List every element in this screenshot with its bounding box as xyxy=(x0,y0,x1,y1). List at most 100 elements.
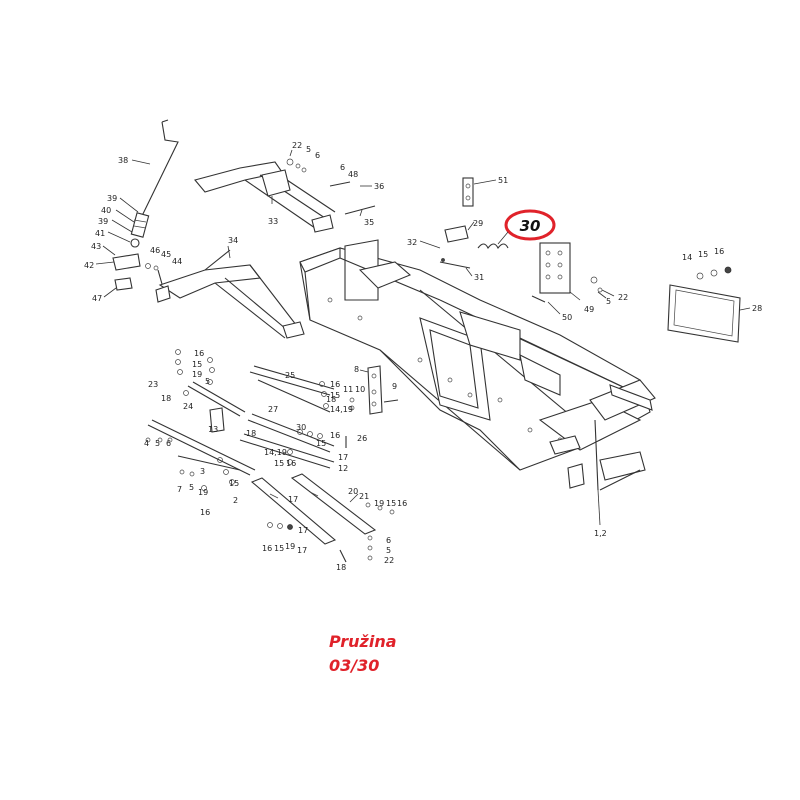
callout-14: 14 xyxy=(682,253,692,262)
part-code-caption: 03/30 xyxy=(329,656,380,675)
callout-1-2: 1,2 xyxy=(594,529,607,538)
callout-18: 18 xyxy=(336,563,346,572)
callout-4: 4 xyxy=(144,439,149,448)
callout-17: 17 xyxy=(338,453,348,462)
callout-15: 15 xyxy=(274,544,284,553)
callout-30-highlighted: 30 xyxy=(520,217,541,235)
callout-17: 17 xyxy=(288,495,298,504)
callout-46: 46 xyxy=(150,246,160,255)
callout-8: 8 xyxy=(354,365,359,374)
frame-33: 22 5 6 6 48 36 33 35 xyxy=(194,141,384,233)
callout-16: 16 xyxy=(194,349,204,358)
callout-39: 39 xyxy=(98,217,108,226)
callout-17: 17 xyxy=(297,546,307,555)
callout-15: 15 xyxy=(274,459,284,468)
callout-5: 5 xyxy=(205,377,210,386)
callout-51: 51 xyxy=(498,176,508,185)
plate-28: 14 15 16 28 xyxy=(667,247,762,343)
callout-43: 43 xyxy=(91,242,101,251)
callout-42: 42 xyxy=(84,261,94,270)
callout-18: 18 xyxy=(161,394,171,403)
callout-27: 27 xyxy=(268,405,278,414)
callout-6: 6 xyxy=(166,439,171,448)
callout-18: 18 xyxy=(326,395,336,404)
callout-19: 19 xyxy=(192,370,202,379)
callout-41: 41 xyxy=(95,229,105,238)
callout-10: 10 xyxy=(355,385,365,394)
callout-12: 12 xyxy=(338,464,348,473)
highlighted-callout-30: 30 xyxy=(497,209,556,245)
callout-5: 5 xyxy=(306,145,311,154)
main-frame: 1,2 xyxy=(299,239,656,538)
callout-21: 21 xyxy=(359,492,369,501)
callout-5: 5 xyxy=(606,297,611,306)
crossbar-assembly-left: 16 15 19 5 23 18 24 13 4 5 6 3 7 5 19 15… xyxy=(144,349,256,517)
callout-16: 16 xyxy=(330,431,340,440)
callout-44: 44 xyxy=(172,257,182,266)
callout-39: 39 xyxy=(107,194,117,203)
callout-17: 17 xyxy=(298,526,308,535)
callout-30: 30 xyxy=(296,423,306,432)
callout-22: 22 xyxy=(618,293,628,302)
part-name-caption: Pružina xyxy=(329,632,397,651)
callout-6: 6 xyxy=(315,151,320,160)
callout-20: 20 xyxy=(348,487,358,496)
crossbar-assembly-middle: 25 27 16 15 18 30 14,19 18 16 15 17 12 2… xyxy=(239,365,399,473)
callout-6: 6 xyxy=(340,163,345,172)
callout-15: 15 xyxy=(698,250,708,259)
callout-5: 5 xyxy=(155,439,160,448)
callout-15: 15 xyxy=(229,479,239,488)
callout-34: 34 xyxy=(228,236,238,245)
callout-40: 40 xyxy=(101,206,111,215)
callout-16: 16 xyxy=(200,508,210,517)
callout-36: 36 xyxy=(374,182,384,191)
callout-33: 33 xyxy=(268,217,278,226)
callout-2: 2 xyxy=(233,496,238,505)
callout-3: 3 xyxy=(200,467,205,476)
callout-15: 15 xyxy=(192,360,202,369)
callout-25: 25 xyxy=(285,371,295,380)
crossbar-assembly-lower: 17 20 21 19 15 16 17 16 15 19 17 6 5 22 … xyxy=(250,473,407,572)
callout-13: 13 xyxy=(208,425,218,434)
callout-14-19: 14,19 xyxy=(264,448,287,457)
callout-16: 16 xyxy=(714,247,724,256)
callout-9: 9 xyxy=(392,382,397,391)
callout-19: 19 xyxy=(198,488,208,497)
callout-15: 15 xyxy=(330,391,340,400)
spring-30 xyxy=(477,243,509,250)
callout-32: 32 xyxy=(407,238,417,247)
callout-31: 31 xyxy=(474,273,484,282)
callout-15: 15 xyxy=(386,499,396,508)
callout-11: 11 xyxy=(343,385,353,394)
callout-5: 5 xyxy=(189,483,194,492)
gear-lever-assembly: 38 39 40 39 41 43 42 47 46 45 44 xyxy=(84,119,182,303)
callout-7: 7 xyxy=(177,485,182,494)
callout-18: 18 xyxy=(246,429,256,438)
callout-22: 22 xyxy=(292,141,302,150)
callout-38: 38 xyxy=(118,156,128,165)
callout-19: 19 xyxy=(374,499,384,508)
callout-14-19: 14,19 xyxy=(330,405,353,414)
callout-50: 50 xyxy=(562,313,572,322)
callout-16: 16 xyxy=(262,544,272,553)
callout-16: 16 xyxy=(330,380,340,389)
callout-22: 22 xyxy=(384,556,394,565)
callout-15: 15 xyxy=(316,439,326,448)
callout-6: 6 xyxy=(386,536,391,545)
callout-48: 48 xyxy=(348,170,358,179)
callout-26: 26 xyxy=(357,434,367,443)
callout-16: 16 xyxy=(397,499,407,508)
callout-5: 5 xyxy=(386,546,391,555)
callout-23: 23 xyxy=(148,380,158,389)
callout-19: 19 xyxy=(285,542,295,551)
frame-34: 34 xyxy=(155,236,305,339)
spring-bracket-area: 51 29 32 31 49 5 22 50 xyxy=(407,176,628,322)
callout-47: 47 xyxy=(92,294,102,303)
callout-49: 49 xyxy=(584,305,594,314)
callout-29: 29 xyxy=(473,219,483,228)
callout-28: 28 xyxy=(752,304,762,313)
callout-45: 45 xyxy=(161,250,171,259)
callout-16: 16 xyxy=(286,459,296,468)
